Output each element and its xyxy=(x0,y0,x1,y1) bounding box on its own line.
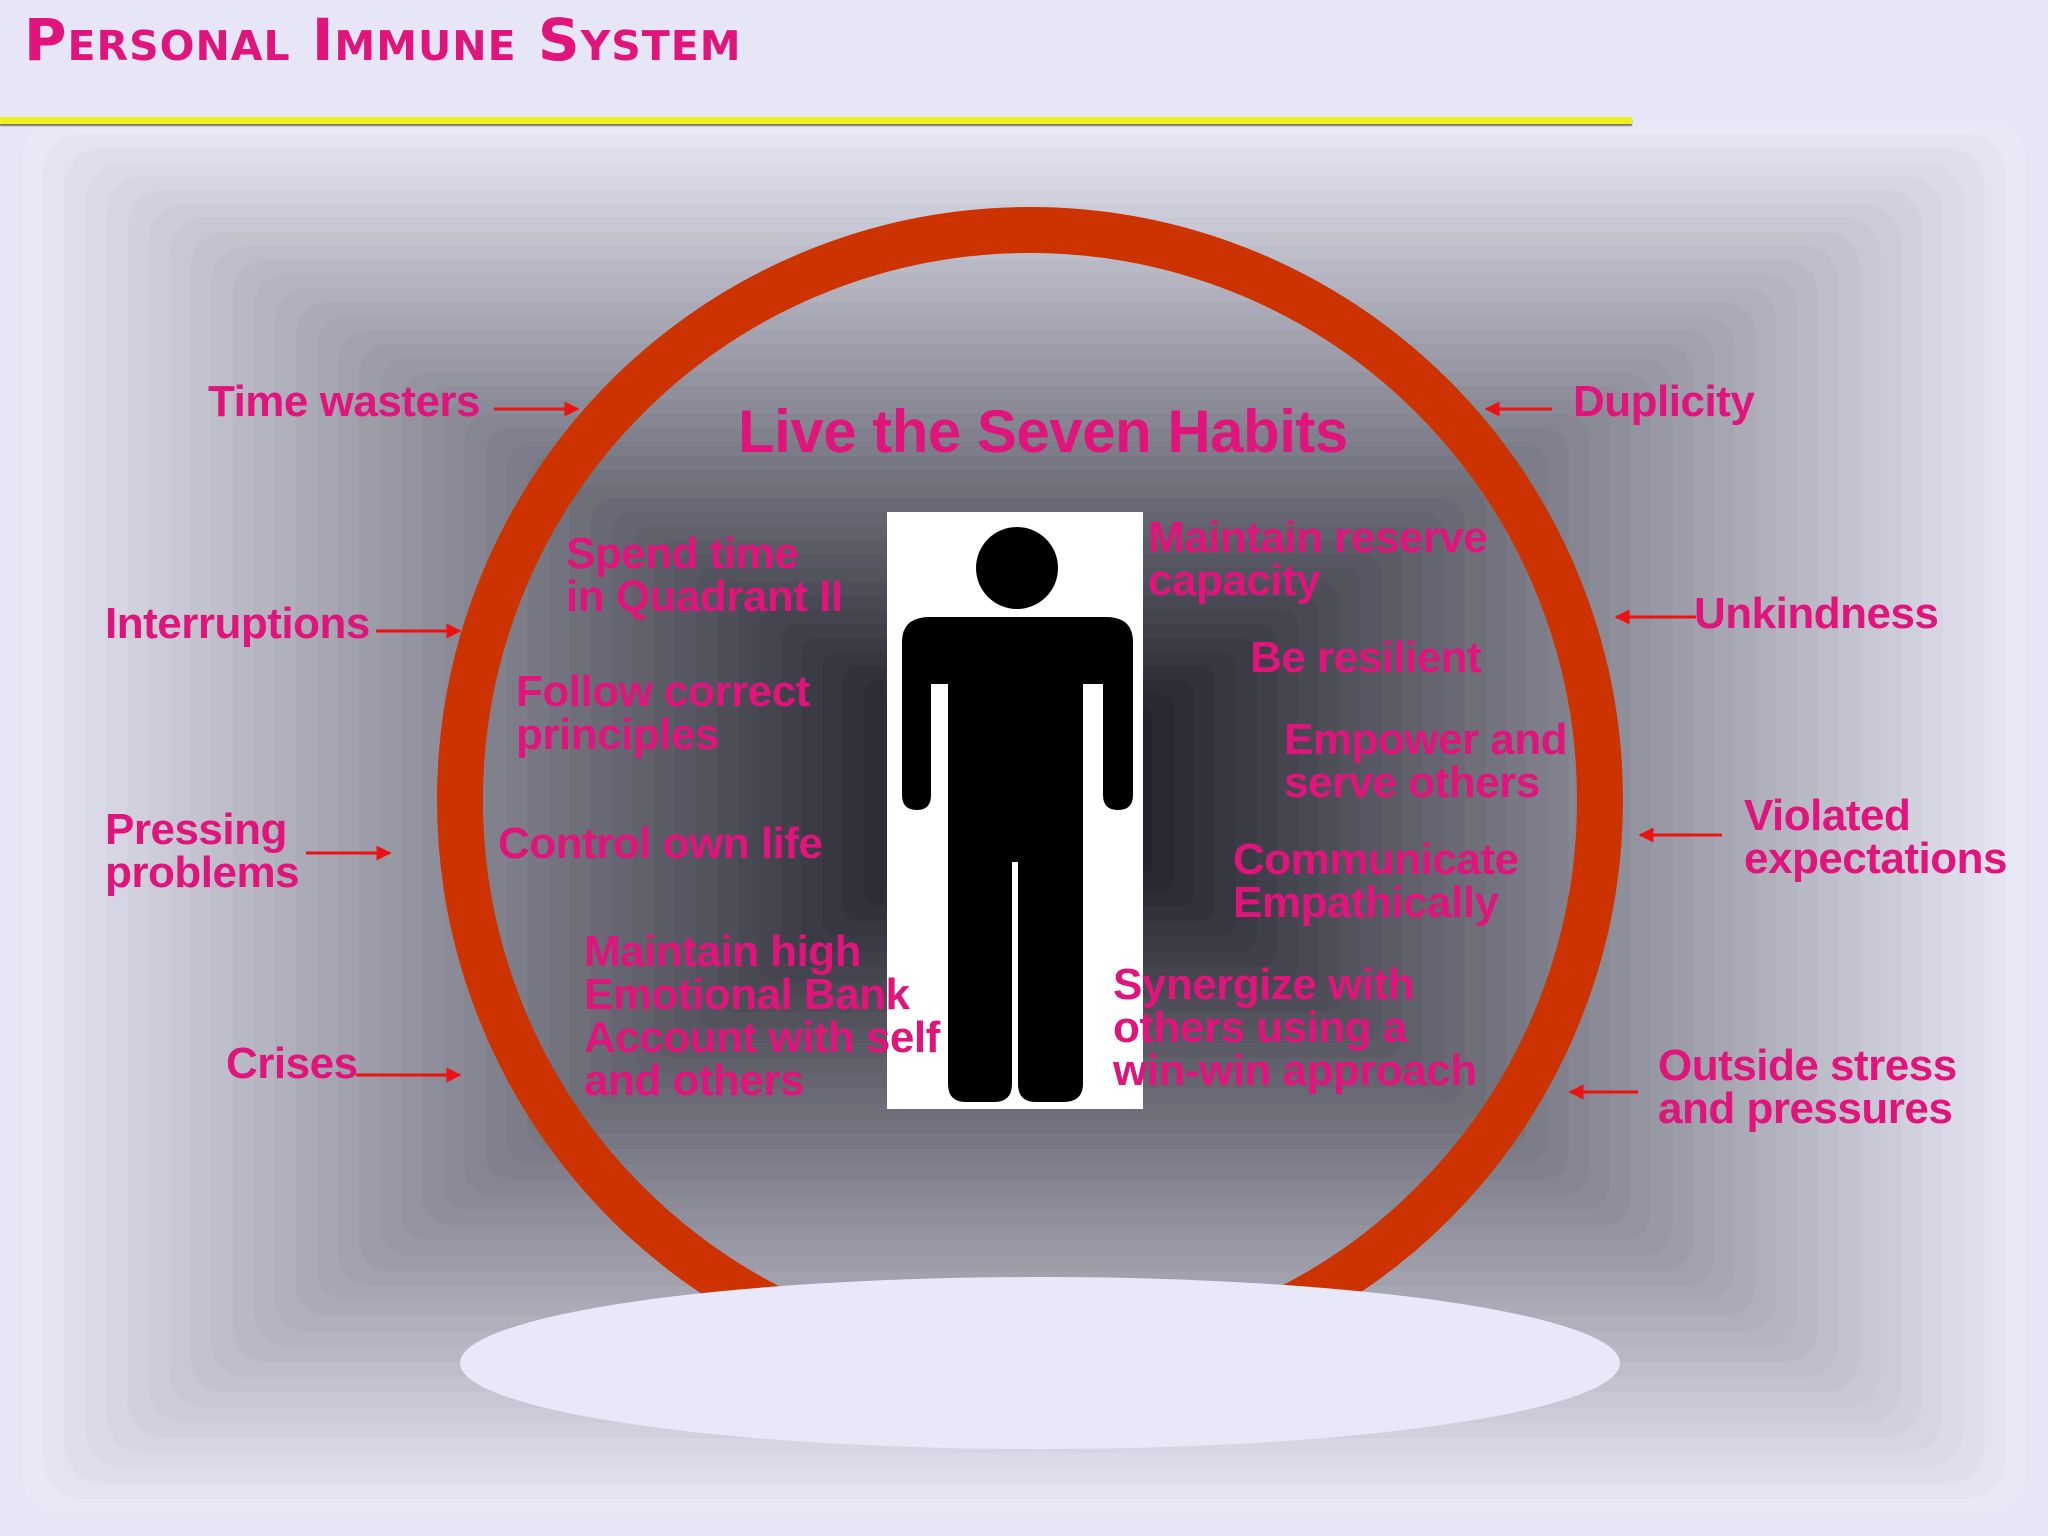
threat-unkindness: Unkindness xyxy=(1694,589,1939,638)
seven-habits-heading: Live the Seven Habits xyxy=(738,398,1348,465)
spotlight-floor xyxy=(460,1277,1620,1449)
page-title: Personal Immune System xyxy=(24,6,742,74)
threat-crises: Crises xyxy=(226,1039,358,1088)
person-figure xyxy=(887,512,1143,1109)
threat-pressing-problems: Pressing problems xyxy=(105,805,300,897)
threat-violated-expectations: Violated expectations xyxy=(1744,791,2007,883)
habit-synergize: Synergize with others using a win-win ap… xyxy=(1113,960,1477,1095)
person-icon xyxy=(902,527,1133,1102)
habit-quadrant-ii: Spend time in Quadrant II xyxy=(566,529,843,621)
habit-empower-serve: Empower and serve others xyxy=(1284,715,1568,807)
threat-outside-stress: Outside stress and pressures xyxy=(1658,1041,1957,1133)
habit-communicate: Communicate Empathically xyxy=(1233,835,1519,927)
habit-correct-principles: Follow correct principles xyxy=(516,667,810,759)
threat-time-wasters: Time wasters xyxy=(208,377,481,426)
threat-interruptions: Interruptions xyxy=(105,599,370,648)
habit-control-own-life: Control own life xyxy=(498,819,823,868)
threat-duplicity: Duplicity xyxy=(1573,377,1755,426)
threat-arrows xyxy=(306,401,1722,1100)
habit-be-resilient: Be resilient xyxy=(1250,633,1482,682)
habit-emotional-bank: Maintain high Emotional Bank Account wit… xyxy=(584,927,940,1105)
title-underline xyxy=(0,117,1632,124)
habit-reserve-capacity: Maintain reserve capacity xyxy=(1148,513,1488,605)
